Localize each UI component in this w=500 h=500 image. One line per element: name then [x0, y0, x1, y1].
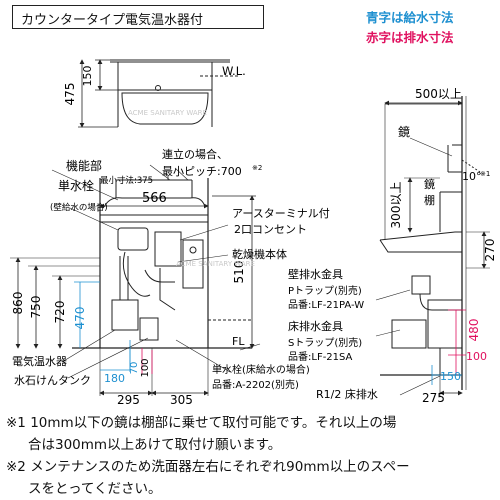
dim-min-375: 最小寸法:375 [100, 175, 153, 186]
drain-dimension-lines [141, 348, 153, 374]
note-1-line-2: 合は300mm以上あけて取付け願います。 [28, 437, 282, 453]
main-elevation-view [10, 164, 261, 396]
dim-500-up: 500以上 [415, 87, 462, 101]
dim-300-up: 300以上 [389, 182, 403, 229]
label-function-part: 機能部 [66, 158, 102, 173]
label-floor-faucet-line2: 品番:A-2202(別売) [212, 378, 299, 391]
dim-305: 305 [170, 393, 193, 407]
page-title: カウンタータイプ電気温水器付 [21, 13, 204, 28]
dim-470: 470 [73, 307, 87, 330]
label-s-trap: Sトラップ(別売) [288, 336, 362, 349]
label-connect-line2: 最小ピッチ:700 [162, 165, 242, 178]
side-section-view [375, 96, 490, 396]
side-dim-100: 100 [466, 350, 487, 363]
dim-70: 70 [129, 362, 140, 375]
label-fl: FL [232, 335, 245, 348]
watermark-top: ACME SANITARY WARE [128, 109, 207, 117]
note-2-line-1: ※2 メンテナンスのため洗面器左右にそれぞれ90mm以上のスペー [6, 459, 410, 475]
label-floor-drain: 床排水金具 [288, 319, 343, 333]
footnotes: ※1 10mm以下の鏡は棚部に乗せて取付可能です。それ以上の場 合は300mm以… [6, 412, 496, 500]
dim-510: 510 [232, 261, 246, 284]
note-mark-2: ※2 [252, 164, 262, 172]
supply-dimension-lines [74, 281, 131, 372]
technical-drawing: 150 475 W.L. ACME SANITARY WARE [10, 59, 497, 407]
label-mirror: 鏡 [398, 124, 410, 139]
front-dim-150: 150 [81, 66, 94, 87]
dim-180: 180 [104, 372, 125, 385]
dim-295: 295 [117, 393, 140, 407]
label-faucet-wall: (壁給水の場合) [50, 202, 108, 213]
dim-10-deg: 10° [462, 170, 482, 183]
dim-270: 270 [483, 239, 497, 262]
legend-supply: 青字は給水寸法 [366, 10, 454, 25]
label-connect-line1: 連立の場合、 [162, 147, 228, 161]
dim-860: 860 [11, 292, 25, 315]
label-dryer: 乾燥機本体 [232, 247, 287, 261]
label-floor-drain-position: R1/2 床排水 [316, 387, 378, 401]
label-wall-drain: 壁排水金具 [288, 267, 343, 281]
dim-480: 480 [467, 319, 481, 342]
side-drain-dimension-lines [448, 309, 466, 375]
label-p-trap-number: 品番:LF-21PA-W [288, 299, 364, 311]
label-p-trap: Pトラップ(別売) [288, 284, 362, 297]
front-basin-view [78, 59, 238, 128]
label-s-trap-number: 品番:LF-21SA [288, 351, 353, 363]
dim-750: 750 [29, 296, 43, 319]
label-outlet-line2: 2口コンセント [234, 223, 307, 236]
side-dim-150: 150 [440, 370, 461, 383]
title-box: カウンタータイプ電気温水器付 [12, 5, 264, 29]
front-wl-label: W.L. [222, 64, 246, 78]
dim-720: 720 [53, 301, 67, 324]
dim-275: 275 [422, 391, 445, 405]
label-floor-faucet-line1: 単水栓(床給水の場合) [212, 363, 310, 376]
watermark-middle: ACME SANITARY WARE [176, 260, 255, 268]
legend-drain: 赤字は排水寸法 [366, 30, 454, 45]
dim-566: 566 [142, 191, 167, 206]
dim-100: 100 [140, 358, 151, 377]
label-outlet-line1: アースターミナル付 [232, 207, 330, 220]
side-supply-dimension-lines [431, 365, 462, 385]
note-mark-1: ※1 [480, 170, 490, 178]
label-mirror-shelf-line1: 鏡 [424, 177, 435, 191]
label-heater: 電気温水器 [12, 354, 67, 368]
note-2-line-2: スをとってください。 [28, 481, 162, 497]
label-mirror-shelf-line2: 棚 [424, 193, 435, 207]
front-dim-475: 475 [63, 83, 77, 106]
note-1-line-1: ※1 10mm以下の鏡は棚部に乗せて取付可能です。それ以上の場 [6, 415, 397, 431]
label-soap-tank: 水石けんタンク [14, 374, 91, 387]
label-faucet: 単水栓 [58, 178, 94, 193]
